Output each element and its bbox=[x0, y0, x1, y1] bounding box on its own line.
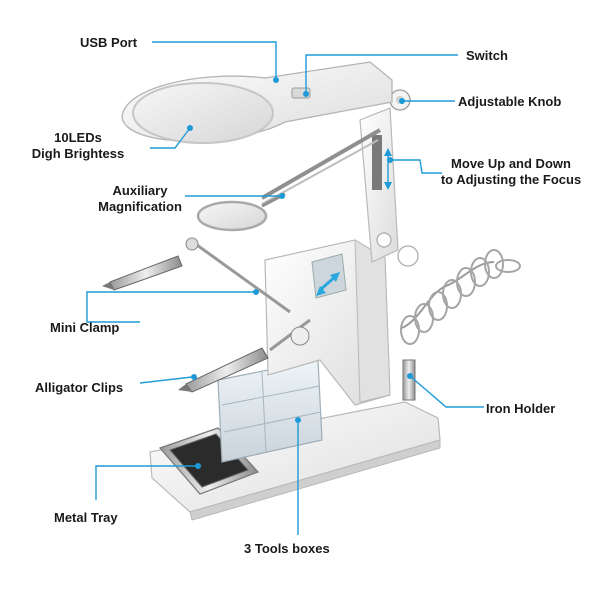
metal-tray bbox=[158, 427, 260, 495]
leader-dots bbox=[187, 77, 413, 469]
leader-metal-tray bbox=[95, 465, 196, 500]
label-metal-tray: Metal Tray bbox=[54, 510, 118, 525]
label-tools-boxes: 3 Tools boxes bbox=[244, 541, 330, 556]
label-auxiliary-line1: Auxiliary bbox=[112, 183, 168, 198]
label-focus: Move Up and Down to Adjusting the Focus bbox=[428, 156, 594, 188]
leader-iron-holder bbox=[409, 375, 484, 408]
label-adjustable-knob: Adjustable Knob bbox=[458, 94, 562, 109]
leader-leds bbox=[150, 127, 191, 149]
leader-lines bbox=[86, 41, 484, 535]
leader-switch bbox=[305, 54, 458, 92]
label-usb-port: USB Port bbox=[80, 35, 138, 50]
auxiliary-magnifier bbox=[196, 192, 286, 232]
iron-holder bbox=[400, 249, 521, 401]
label-leds-line1: 10LEDs bbox=[54, 130, 102, 145]
main-body bbox=[264, 239, 391, 406]
leader-usb-port bbox=[152, 41, 277, 78]
label-iron-holder: Iron Holder bbox=[486, 401, 556, 416]
upper-clip-arm bbox=[102, 237, 291, 314]
tool-boxes bbox=[217, 359, 323, 463]
label-leds-line2: Digh Brightess bbox=[31, 146, 125, 161]
label-mini-clamp: Mini Clamp bbox=[50, 320, 120, 335]
label-switch: Switch bbox=[466, 48, 508, 63]
leader-mini-clamp bbox=[86, 291, 254, 323]
label-focus-line2: to Adjusting the Focus bbox=[440, 172, 582, 187]
main-magnifier bbox=[121, 61, 393, 144]
label-alligator-clips: Alligator Clips bbox=[35, 380, 124, 395]
label-auxiliary: Auxiliary Magnification bbox=[84, 183, 196, 215]
magnifier-arm bbox=[261, 128, 381, 205]
label-focus-line1: Move Up and Down bbox=[451, 156, 571, 171]
leader-focus bbox=[390, 159, 442, 174]
label-auxiliary-line2: Magnification bbox=[98, 199, 182, 214]
leader-alligator-clips bbox=[139, 376, 193, 384]
label-leds: 10LEDs Digh Brightess bbox=[8, 130, 148, 162]
lower-clip-arm bbox=[178, 318, 311, 393]
support-arm bbox=[359, 107, 419, 267]
